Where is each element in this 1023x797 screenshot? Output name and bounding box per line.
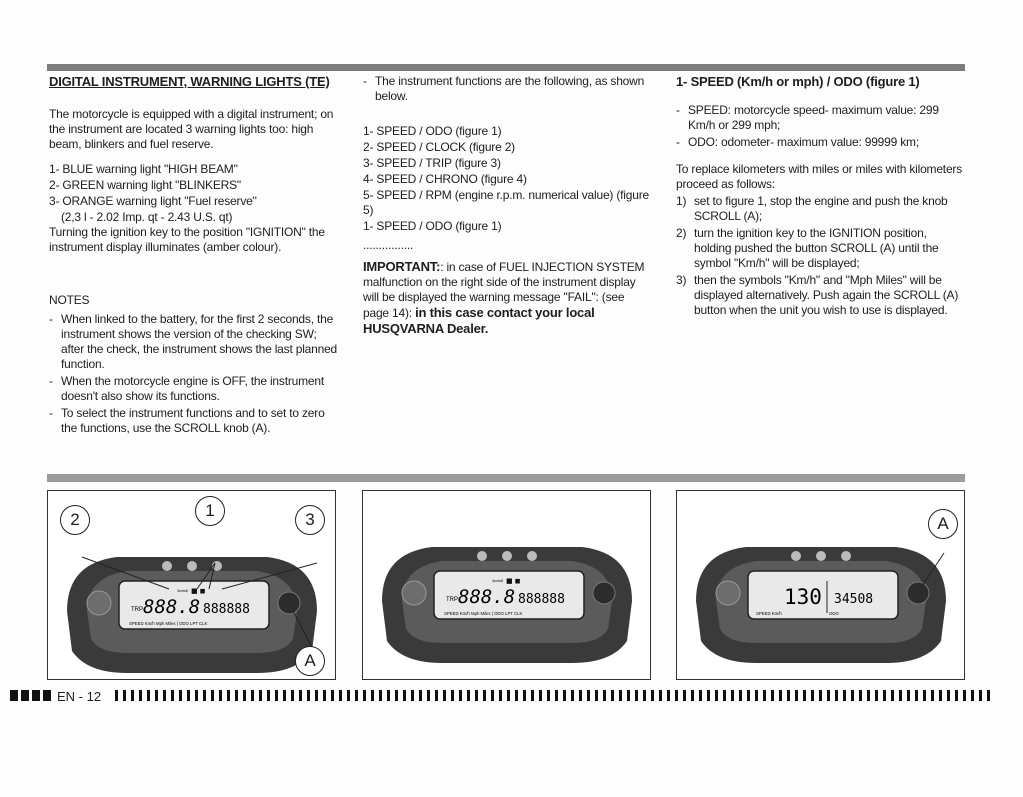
display-legend: SPEED Km/h Mph Miles | ODO LPT CLK: [444, 611, 523, 616]
list-item: 1- SPEED / ODO (figure 1): [363, 219, 502, 233]
ellipsis-dots: ................: [363, 238, 414, 252]
callout-a: A: [295, 646, 325, 676]
functions-intro: The instrument functions are the followi…: [363, 74, 653, 104]
step-text: then the symbols "Km/h" and "Mph Miles" …: [694, 273, 959, 317]
step-item: 1) set to figure 1, stop the engine and p…: [676, 194, 964, 224]
list-item: When the motorcycle engine is OFF, the i…: [49, 374, 339, 404]
warning-light-list: 1- BLUE warning light "HIGH BEAM" 2- GRE…: [49, 162, 339, 209]
fuel-quantity: (2,3 l - 2.02 Imp. qt - 2.43 U.S. qt): [61, 210, 233, 224]
trp-label: TRP: [446, 597, 458, 603]
odo-legend: ODO: [829, 611, 839, 616]
list-item: 3- ORANGE warning light "Fuel reserve": [49, 194, 257, 208]
footer-stripe: [115, 690, 995, 701]
page-number: EN - 12: [57, 689, 102, 704]
important-paragraph: IMPORTANT:: in case of FUEL INJECTION SY…: [363, 259, 653, 337]
list-item: 1- BLUE warning light "HIGH BEAM": [49, 162, 238, 176]
column-middle: The instrument functions are the followi…: [363, 74, 653, 347]
section-heading: DIGITAL INSTRUMENT, WARNING LIGHTS (TE): [49, 74, 330, 89]
odo-digits: 888888: [203, 602, 250, 617]
list-item: To select the instrument functions and t…: [49, 406, 339, 436]
list-item: 5- SPEED / RPM (engine r.p.m. numerical …: [363, 188, 649, 217]
header-rule: [47, 64, 965, 71]
function-list: 1- SPEED / ODO (figure 1) 2- SPEED / CLO…: [363, 124, 653, 234]
callout-3: 3: [295, 505, 325, 535]
column-right: 1- SPEED (Km/h or mph) / ODO (figure 1) …: [676, 74, 964, 320]
notes-list: When linked to the battery, for the firs…: [49, 312, 339, 436]
column-left: DIGITAL INSTRUMENT, WARNING LIGHTS (TE) …: [49, 74, 339, 446]
notes-title: NOTES: [49, 293, 90, 307]
ignition-paragraph: Turning the ignition key to the position…: [49, 225, 325, 254]
list-item: 3- SPEED / TRIP (figure 3): [363, 156, 501, 170]
instrument-cluster-image: TRP 888.8 888888 SPEED Km/h Mph Miles | …: [381, 547, 632, 663]
figure-1-box: TRP 888.8 888888 SPEED Km/h Mph Miles | …: [47, 490, 336, 680]
step-text: turn the ignition key to the IGNITION po…: [694, 226, 939, 270]
step-number: 3): [676, 273, 687, 287]
speed-digits: 888.8: [143, 596, 200, 618]
figure-2-box: TRP 888.8 888888 SPEED Km/h Mph Miles | …: [362, 490, 651, 680]
important-label: IMPORTANT:: [363, 259, 441, 274]
unit-steps: 1) set to figure 1, stop the engine and p…: [676, 194, 964, 318]
speed-odo-heading: 1- SPEED (Km/h or mph) / ODO (figure 1): [676, 74, 920, 89]
footer-blocks: [10, 690, 51, 701]
warning-symbols: ⇦⇨ ■ ◼: [177, 587, 206, 595]
replace-units-paragraph: To replace kilometers with miles or mile…: [676, 162, 963, 191]
display-legend: SPEED Km/h Mph Miles | ODO LPT CLK: [129, 621, 208, 626]
speed-digits: 130: [784, 585, 822, 609]
figure-rule: [47, 474, 965, 482]
trp-label: TRP: [131, 607, 143, 613]
callout-a: A: [928, 509, 958, 539]
step-number: 2): [676, 226, 687, 240]
speed-legend: SPEED Km/h: [756, 611, 782, 616]
list-item: When linked to the battery, for the firs…: [49, 312, 339, 372]
important-text: : in case of FUEL INJECTION SYSTEM malfu…: [363, 260, 645, 320]
list-item: ODO: odometer- maximum value: 99999 km;: [676, 135, 964, 150]
speed-digits: 888.8: [458, 586, 515, 608]
list-item: 1- SPEED / ODO (figure 1): [363, 124, 502, 138]
list-item: 2- GREEN warning light "BLINKERS": [49, 178, 241, 192]
instrument-cluster-image: TRP 888.8 888888 SPEED Km/h Mph Miles | …: [66, 556, 317, 673]
callout-1: 1: [195, 496, 225, 526]
warning-symbols: ⇦⇨ ■ ◼: [492, 577, 521, 585]
step-item: 3) then the symbols "Km/h" and "Mph Miles…: [676, 273, 964, 318]
step-item: 2) turn the ignition key to the IGNITION …: [676, 226, 964, 271]
list-item: The instrument functions are the followi…: [363, 74, 653, 104]
callout-2: 2: [60, 505, 90, 535]
list-item: 4- SPEED / CHRONO (figure 4): [363, 172, 527, 186]
step-number: 1): [676, 194, 687, 208]
speed-odo-bullets: SPEED: motorcycle speed- maximum value: …: [676, 103, 964, 150]
odo-digits: 34508: [834, 592, 873, 607]
figure-3-box: 130 34508 SPEED Km/h ODO A: [676, 490, 965, 680]
step-text: set to figure 1, stop the engine and pus…: [694, 194, 948, 223]
page-footer: EN - 12: [0, 686, 1023, 708]
instrument-cluster-image: 130 34508 SPEED Km/h ODO: [695, 547, 946, 663]
important-bold-text: in this case contact your local HUSQVARN…: [363, 305, 595, 336]
list-item: SPEED: motorcycle speed- maximum value: …: [676, 103, 964, 133]
odo-digits: 888888: [518, 592, 565, 607]
list-item: 2- SPEED / CLOCK (figure 2): [363, 140, 515, 154]
intro-paragraph: The motorcycle is equipped with a digita…: [49, 107, 334, 151]
